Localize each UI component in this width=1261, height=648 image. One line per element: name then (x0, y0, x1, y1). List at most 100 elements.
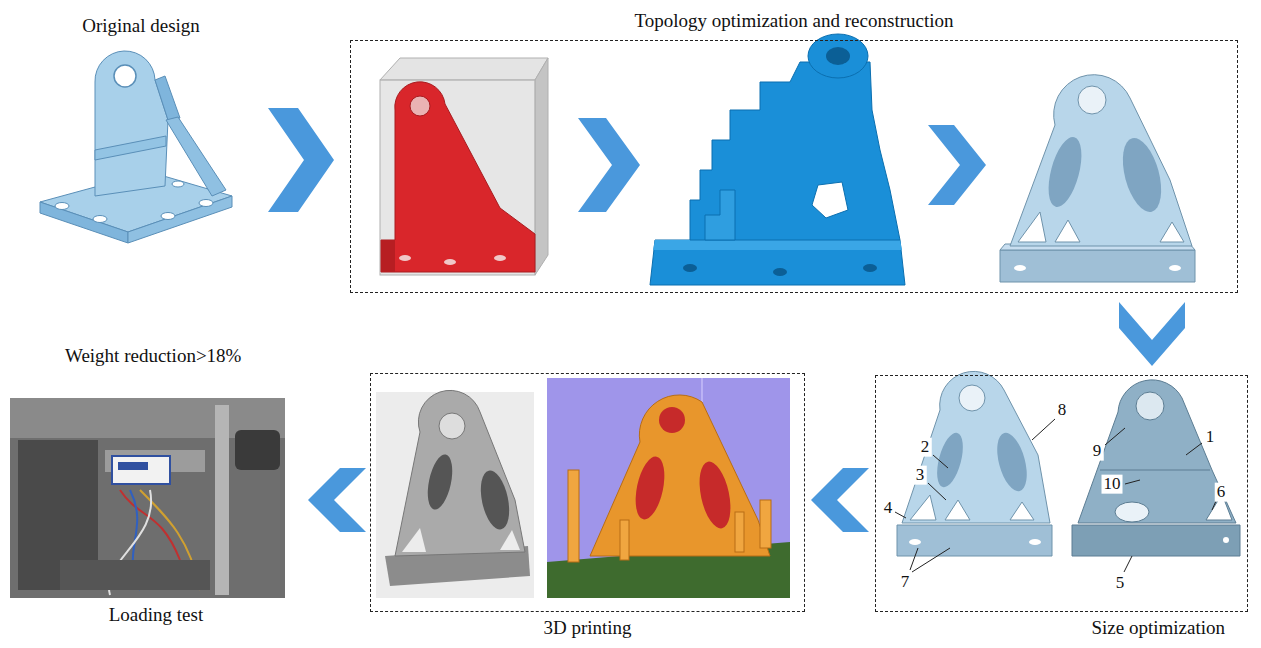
size-bracket-back (1072, 380, 1240, 556)
printed-part-photo (395, 390, 525, 556)
callout-number: 9 (1091, 442, 1104, 461)
original-bracket (95, 51, 168, 196)
size-bracket-front (932, 430, 968, 490)
voxel-bracket (812, 182, 848, 218)
reconstructed-bracket (1055, 220, 1080, 242)
original-bracket (172, 181, 184, 187)
reconstructed-bracket (1169, 265, 1181, 271)
leader-line (1212, 501, 1216, 510)
reconstructed-bracket (1078, 86, 1106, 114)
design-space (381, 240, 395, 272)
loading-test-photo (10, 398, 285, 598)
size-bracket-back (1072, 525, 1240, 556)
printed-part-photo (402, 528, 426, 552)
stage-label: Size optimization (876, 617, 1225, 640)
callout-number: 3 (914, 466, 927, 485)
original-bracket (199, 200, 213, 207)
leader-line (1124, 556, 1132, 572)
callout-number: 4 (882, 499, 895, 518)
print-render (735, 512, 744, 552)
leader-line (1186, 443, 1202, 455)
voxel-bracket (826, 47, 850, 65)
reconstructed-bracket (1014, 265, 1026, 271)
printed-part-photo (376, 390, 534, 598)
callout-number: 2 (919, 438, 932, 457)
original-bracket (161, 213, 175, 220)
voxel-bracket (650, 240, 905, 285)
size-bracket-front (909, 539, 921, 545)
stage-group: Topology optimization and reconstruction (350, 40, 1238, 293)
leader-line (895, 419, 1216, 572)
size-bracket-front (897, 525, 1052, 556)
size-bracket-front (897, 371, 1052, 556)
leader-line (910, 548, 918, 570)
image-panel: Original design (30, 10, 252, 240)
flow-chevron (308, 468, 366, 532)
size-bracket-back (1100, 470, 1210, 471)
reconstructed-bracket (1000, 75, 1195, 282)
size-bracket-back (1078, 380, 1236, 523)
size-bracket-front (992, 430, 1033, 495)
original-bracket (114, 65, 136, 87)
original-bracket (40, 51, 232, 243)
loading-test-photo (235, 430, 280, 470)
image-panel: Weight reduction>18%Loading test (8, 340, 304, 630)
voxel-bracket (773, 268, 787, 276)
callout-number: 10 (1102, 475, 1123, 494)
design-space (380, 58, 548, 80)
leader-line (912, 548, 950, 572)
design-space (380, 58, 548, 275)
step-chevron (928, 125, 986, 205)
print-render (590, 395, 770, 556)
print-render (702, 378, 703, 402)
print-render (631, 454, 670, 522)
stage-label: 3D printing (371, 617, 804, 640)
print-render (760, 500, 771, 548)
loading-test-photo (60, 560, 210, 590)
leader-line (895, 512, 906, 518)
flow-chevron (811, 468, 869, 532)
leader-line (1032, 419, 1055, 440)
original-bracket (155, 76, 180, 120)
size-bracket-front (959, 385, 985, 411)
printed-part-photo (423, 452, 456, 511)
leader-line (1125, 480, 1140, 484)
size-bracket-front (910, 495, 936, 520)
size-bracket-back (1115, 502, 1149, 522)
voxel-bracket (863, 264, 877, 272)
reconstructed-bracket (1000, 250, 1195, 282)
callout-number: 1 (1204, 428, 1217, 447)
size-bracket-back (1136, 392, 1164, 420)
loading-test-photo (112, 456, 170, 484)
design-space (410, 96, 430, 116)
size-bracket-back (1223, 537, 1229, 543)
design-space (381, 82, 535, 272)
design-space (535, 58, 548, 275)
flow-chevron (268, 108, 334, 212)
leader-line (1105, 428, 1125, 445)
stage-label: Topology optimization and reconstruction (351, 10, 1237, 33)
callout-number: 6 (1215, 483, 1228, 502)
voxel-bracket (705, 190, 735, 240)
original-bracket (40, 202, 128, 243)
printed-part-photo (439, 413, 465, 439)
panel-heading: Weight reduction>18% (8, 340, 304, 368)
original-bracket (166, 117, 226, 196)
size-bracket-front (902, 371, 1050, 523)
panel-heading: Original design (30, 10, 252, 38)
callout-number: 8 (1056, 401, 1069, 420)
voxel-bracket (650, 34, 905, 285)
printed-part-photo (476, 468, 514, 532)
original-bracket (128, 196, 232, 243)
print-render (547, 378, 790, 598)
print-render (568, 470, 579, 562)
leader-line (933, 455, 948, 468)
size-bracket-front (1010, 502, 1034, 520)
reconstructed-bracket (1160, 222, 1184, 242)
printed-part-photo (500, 530, 520, 550)
size-bracket-front (945, 500, 970, 520)
print-render (694, 459, 736, 531)
